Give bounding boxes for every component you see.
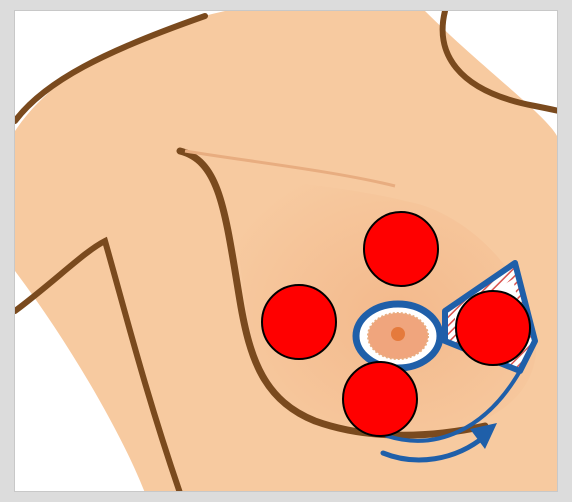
marker-bottom[interactable] <box>343 362 417 436</box>
illustration-panel <box>14 10 558 492</box>
nipple <box>391 327 405 341</box>
marker-top[interactable] <box>364 212 438 286</box>
marker-left[interactable] <box>262 285 336 359</box>
marker-right[interactable] <box>456 291 530 365</box>
torso-illustration <box>15 11 558 492</box>
